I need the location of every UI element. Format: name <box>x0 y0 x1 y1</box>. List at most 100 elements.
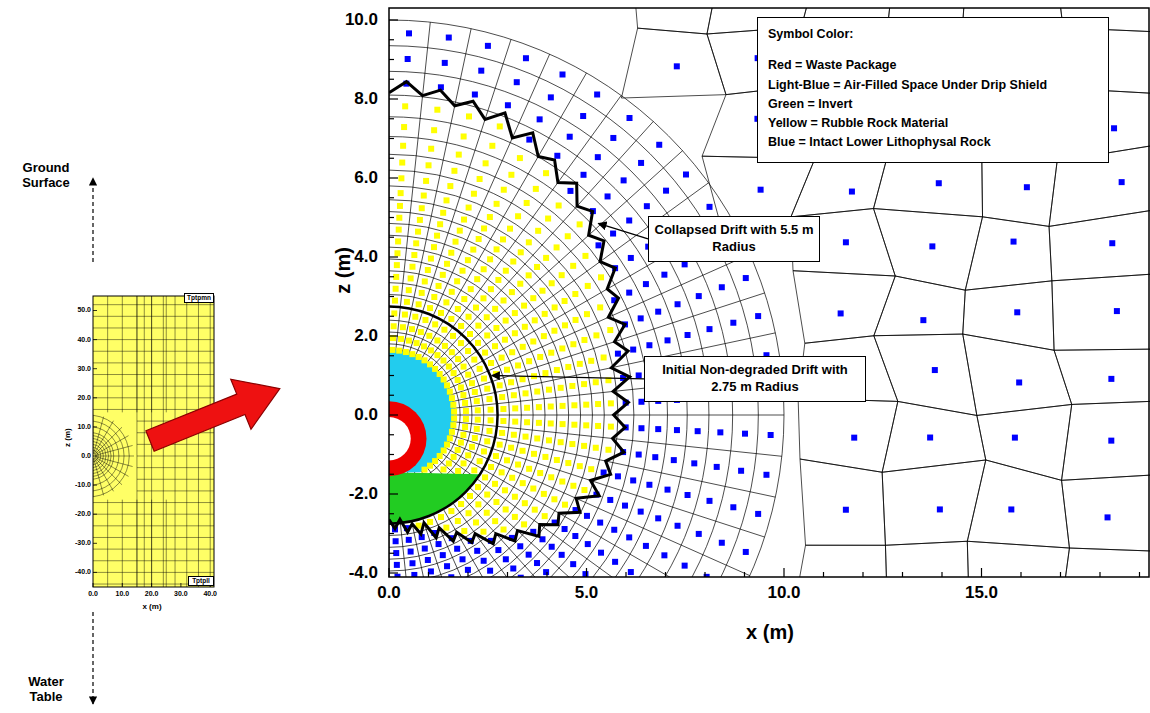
element-symbol <box>474 548 480 554</box>
element-symbol <box>471 191 477 197</box>
element-symbol <box>534 264 540 270</box>
element-symbol <box>542 311 548 317</box>
element-symbol <box>458 384 464 390</box>
element-symbol <box>585 541 591 547</box>
tick <box>389 217 394 218</box>
tick <box>586 568 587 577</box>
mesh-ring <box>389 20 784 577</box>
element-symbol <box>508 445 514 451</box>
mesh-cell <box>965 217 1052 290</box>
plot-frame <box>389 8 1149 577</box>
tick <box>93 426 97 427</box>
element-symbol <box>595 401 601 407</box>
element-symbol <box>477 458 483 464</box>
element-symbol <box>605 447 611 453</box>
element-symbol <box>572 533 578 539</box>
element-symbol <box>473 305 479 311</box>
tick-label: 10.0 <box>345 10 378 30</box>
element-symbol <box>638 425 644 431</box>
element-symbol <box>499 355 505 361</box>
element-symbol <box>521 521 527 527</box>
element-symbol <box>441 327 447 333</box>
thumb-radial <box>96 436 129 455</box>
element-symbol <box>551 496 557 502</box>
element-symbol <box>549 544 555 550</box>
element-symbol <box>460 556 466 562</box>
element-symbol <box>409 264 415 270</box>
element-symbol <box>565 460 571 466</box>
mesh-cell <box>963 281 1054 350</box>
leader-line <box>598 223 648 238</box>
element-symbol <box>548 474 554 480</box>
element-symbol <box>440 552 446 558</box>
legend-entry: Yellow = Rubble Rock Material <box>768 115 1098 131</box>
element-symbol <box>389 347 395 353</box>
tick <box>389 256 398 257</box>
element-symbol <box>508 379 514 385</box>
element-symbol <box>427 361 433 367</box>
element-symbol <box>646 342 652 348</box>
element-symbol <box>742 431 748 437</box>
element-symbol <box>542 454 548 460</box>
element-symbol <box>443 525 449 531</box>
element-symbol <box>768 432 774 438</box>
element-symbol <box>515 213 521 219</box>
element-symbol <box>512 310 518 316</box>
tick <box>665 572 666 577</box>
element-symbol <box>455 518 461 524</box>
element-symbol <box>560 403 566 409</box>
thumb-radial <box>95 458 122 485</box>
element-symbol <box>422 278 428 284</box>
element-symbol <box>446 460 452 466</box>
tick-label: 30.0 <box>77 365 91 373</box>
element-symbol <box>691 460 697 466</box>
element-symbol <box>438 310 444 316</box>
element-symbol <box>610 231 616 237</box>
tick <box>389 158 394 159</box>
mesh-cell <box>882 401 986 472</box>
element-symbol <box>535 228 541 234</box>
element-symbol <box>500 418 506 424</box>
axis-title: x (m) <box>142 602 161 611</box>
element-symbol <box>480 295 486 301</box>
tick <box>1099 572 1100 577</box>
thumb-hline <box>137 490 214 491</box>
element-symbol <box>481 558 487 564</box>
tick <box>507 572 508 577</box>
element-symbol <box>422 317 428 323</box>
water-table-label: Water Table <box>10 675 82 705</box>
element-symbol <box>434 107 440 113</box>
element-symbol <box>597 304 603 310</box>
element-symbol <box>501 187 507 193</box>
thumb-hline <box>93 304 214 305</box>
tick <box>1020 572 1021 577</box>
element-symbol <box>843 239 849 245</box>
element-symbol <box>577 221 583 227</box>
thumb-vline <box>107 296 108 412</box>
thumb-hline <box>137 479 214 480</box>
tick <box>180 583 181 587</box>
element-symbol <box>499 430 505 436</box>
tick <box>389 553 394 554</box>
element-symbol <box>622 503 628 509</box>
element-symbol <box>467 493 473 499</box>
element-symbol <box>394 562 400 568</box>
tick <box>93 543 97 544</box>
thumb-hline <box>93 339 214 340</box>
tick <box>389 237 394 238</box>
tick <box>941 572 942 577</box>
element-symbol <box>438 514 444 520</box>
thumb-vline <box>122 296 123 412</box>
mesh-radial <box>401 415 784 416</box>
element-symbol <box>571 402 577 408</box>
element-symbol <box>466 314 472 320</box>
element-symbol <box>434 233 440 239</box>
element-symbol <box>480 529 486 535</box>
element-symbol <box>682 563 688 569</box>
element-symbol <box>559 71 565 77</box>
element-symbol <box>409 326 415 332</box>
element-symbol <box>1016 379 1022 385</box>
element-symbol <box>451 409 457 415</box>
element-symbol <box>502 487 508 493</box>
element-symbol <box>400 324 406 330</box>
